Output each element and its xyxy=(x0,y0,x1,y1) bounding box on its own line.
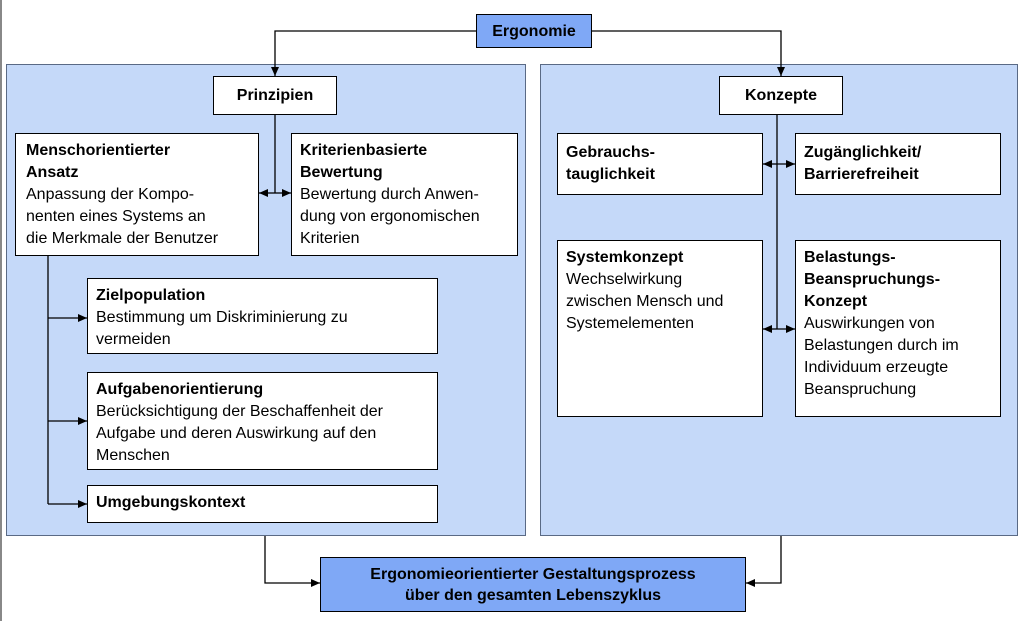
prinzipien-header: Prinzipien xyxy=(213,76,337,115)
menschorientierter-ansatz-title: Menschorientierter Ansatz xyxy=(26,142,171,181)
zielpopulation-title: Zielpopulation xyxy=(96,287,206,304)
aufgabenorientierung-desc: Berücksichtigung der Beschaffenheit der … xyxy=(96,403,383,464)
window-edge xyxy=(0,0,2,621)
gebrauchstauglichkeit-box: Gebrauchs- tauglichkeit xyxy=(557,133,763,195)
konzepte-header: Konzepte xyxy=(719,76,843,115)
kriterienbasierte-bewertung-title: Kriterienbasierte Bewertung xyxy=(300,142,428,181)
gestaltungsprozess-box: Ergonomieorientierter Gestaltungsprozess… xyxy=(320,557,746,612)
umgebungskontext-box: Umgebungskontext xyxy=(87,485,438,523)
zielpopulation-desc: Bestimmung um Diskriminierung zu vermeid… xyxy=(96,309,348,348)
ergonomie-root: Ergonomie xyxy=(476,14,592,48)
zielpopulation-box: Zielpopulation Bestimmung um Diskriminie… xyxy=(87,278,438,354)
kriterienbasierte-bewertung-box: Kriterienbasierte Bewertung Bewertung du… xyxy=(291,133,518,256)
umgebungskontext-title: Umgebungskontext xyxy=(96,494,246,511)
systemkonzept-desc: Wechselwirkung zwischen Mensch und Syste… xyxy=(566,271,724,332)
kriterienbasierte-bewertung-desc: Bewertung durch Anwen- dung von ergonomi… xyxy=(300,186,480,247)
systemkonzept-box: Systemkonzept Wechselwirkung zwischen Me… xyxy=(557,240,763,417)
zugaenglichkeit-box: Zugänglichkeit/ Barrierefreiheit xyxy=(795,133,1001,195)
aufgabenorientierung-title: Aufgabenorientierung xyxy=(96,381,264,398)
menschorientierter-ansatz-box: Menschorientierter Ansatz Anpassung der … xyxy=(15,133,259,256)
zugaenglichkeit-title: Zugänglichkeit/ Barrierefreiheit xyxy=(804,144,922,183)
aufgabenorientierung-box: Aufgabenorientierung Berücksichtigung de… xyxy=(87,372,438,470)
gebrauchstauglichkeit-title: Gebrauchs- tauglichkeit xyxy=(566,144,655,183)
belastungs-beanspruchungs-konzept-desc: Auswirkungen von Belastungen durch im In… xyxy=(804,315,959,398)
systemkonzept-title: Systemkonzept xyxy=(566,249,684,266)
belastungs-beanspruchungs-konzept-title: Belastungs- Beanspruchungs- Konzept xyxy=(804,249,941,310)
menschorientierter-ansatz-desc: Anpassung der Kompo- nenten eines System… xyxy=(26,186,219,247)
belastungs-beanspruchungs-konzept-box: Belastungs- Beanspruchungs- Konzept Ausw… xyxy=(795,240,1001,417)
